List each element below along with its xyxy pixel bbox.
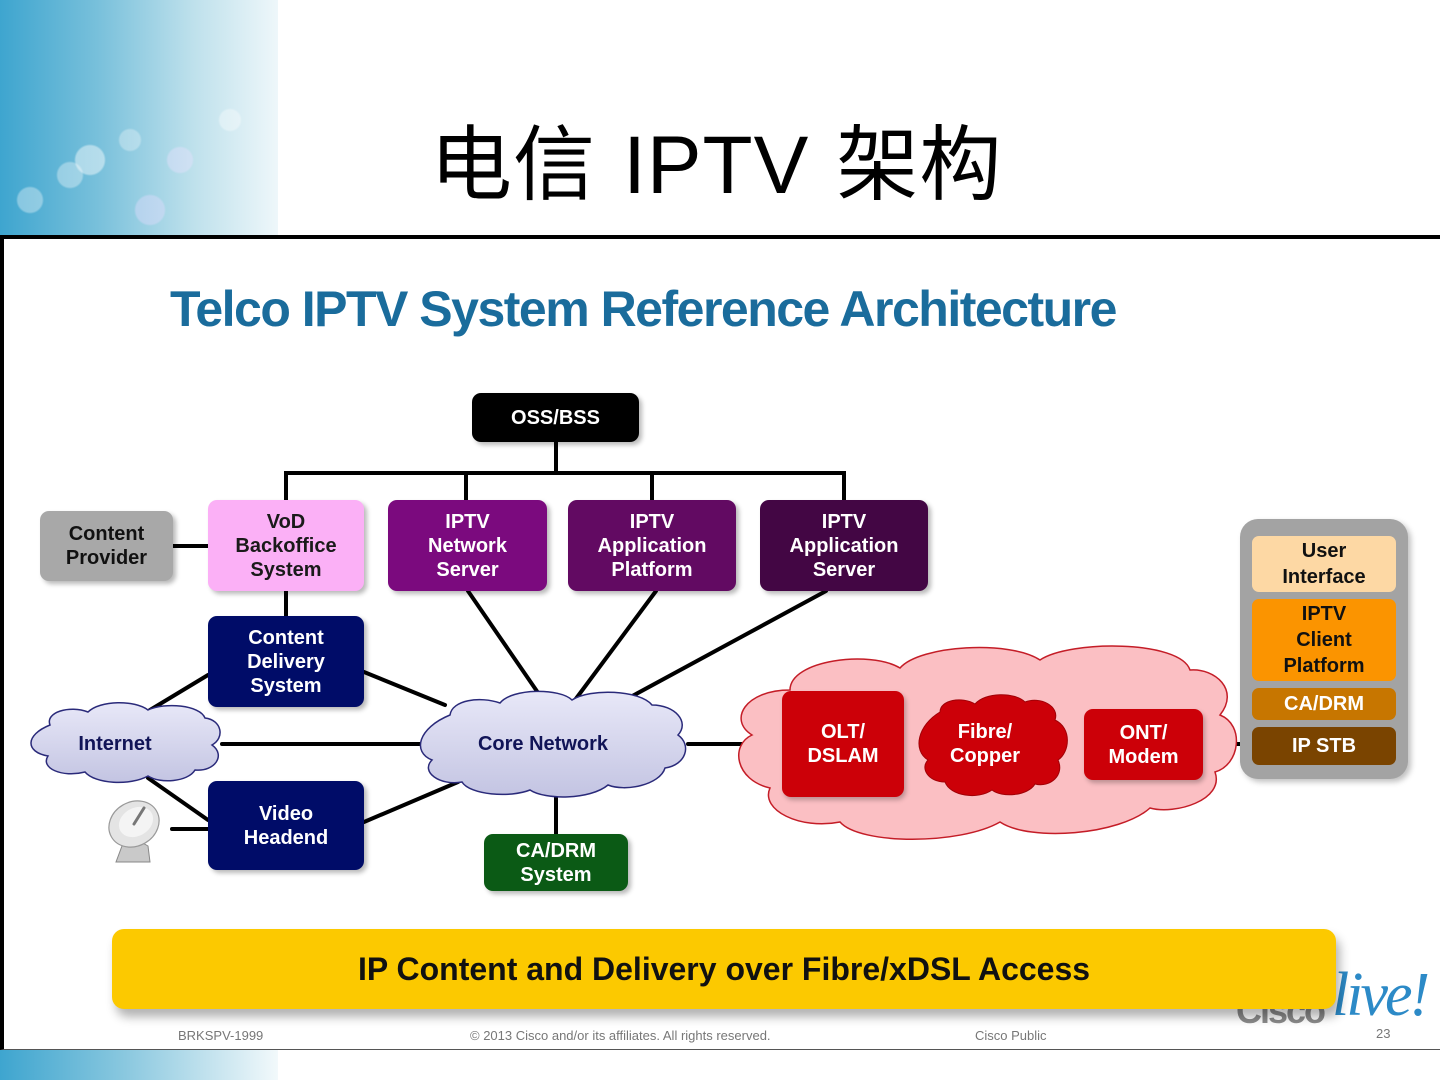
footer-classification: Cisco Public — [975, 1028, 1047, 1043]
link-netserver-core — [466, 589, 545, 702]
vod-backoffice-node: VoD Backoffice System — [208, 500, 364, 591]
footer-page-number: 23 — [1376, 1026, 1391, 1041]
iptv-application-platform-node: IPTV Application Platform — [568, 500, 736, 591]
ca-drm-layer: CA/DRM — [1252, 688, 1396, 720]
link-headend-core — [362, 780, 460, 824]
internet-label: Internet — [78, 733, 152, 755]
core-network-label: Core Network — [477, 733, 609, 755]
satellite-dish-icon — [108, 800, 160, 863]
title-suffix: 架构 — [809, 118, 1003, 213]
slide-frame — [0, 235, 1440, 1050]
footer-session-code: BRKSPV-1999 — [178, 1028, 264, 1043]
slide-title: Telco IPTV System Reference Architecture — [170, 281, 1117, 337]
internet-cloud — [30, 702, 221, 784]
olt-dslam-node: OLT/ DSLAM — [782, 691, 904, 797]
page-title: 电信 IPTV 架构 — [430, 98, 1002, 217]
iptv-application-server-node: IPTV Application Server — [760, 500, 928, 591]
logo-live-text: live! — [1332, 961, 1430, 1029]
iptv-network-server-node: IPTV Network Server — [388, 500, 547, 591]
ont-modem-node: ONT/ Modem — [1084, 709, 1203, 780]
summary-banner: IP Content and Delivery over Fibre/xDSL … — [112, 929, 1336, 1009]
link-cds-core — [362, 670, 447, 707]
title-latin: IPTV — [623, 120, 810, 211]
content-provider-node: Content Provider — [40, 511, 173, 581]
oss-bss-node: OSS/BSS — [472, 393, 639, 442]
link-cds-internet — [148, 673, 210, 712]
background-decoration-bottom — [0, 1050, 278, 1080]
link-bus — [284, 471, 846, 502]
title-prefix: 电信 — [430, 118, 624, 213]
fibre-copper-label: Fibre/ Copper — [950, 721, 1020, 767]
background-decoration-top — [0, 0, 278, 236]
link-appserver-core — [623, 589, 828, 702]
core-network-cloud — [419, 690, 687, 798]
link-internet-headend — [146, 776, 210, 822]
ip-stb-layer: IP STB — [1252, 727, 1396, 765]
link-appplatform-core — [573, 589, 658, 702]
content-delivery-node: Content Delivery System — [208, 616, 364, 707]
ip-stb-stack: User Interface IPTV Client Platform CA/D… — [1240, 519, 1408, 779]
ca-drm-system-node: CA/DRM System — [484, 834, 628, 891]
footer-copyright: © 2013 Cisco and/or its affiliates. All … — [470, 1028, 771, 1043]
video-headend-node: Video Headend — [208, 781, 364, 870]
user-interface-layer: User Interface — [1252, 536, 1396, 592]
fibre-copper-cloud — [918, 694, 1068, 797]
iptv-client-platform-layer: IPTV Client Platform — [1252, 599, 1396, 681]
